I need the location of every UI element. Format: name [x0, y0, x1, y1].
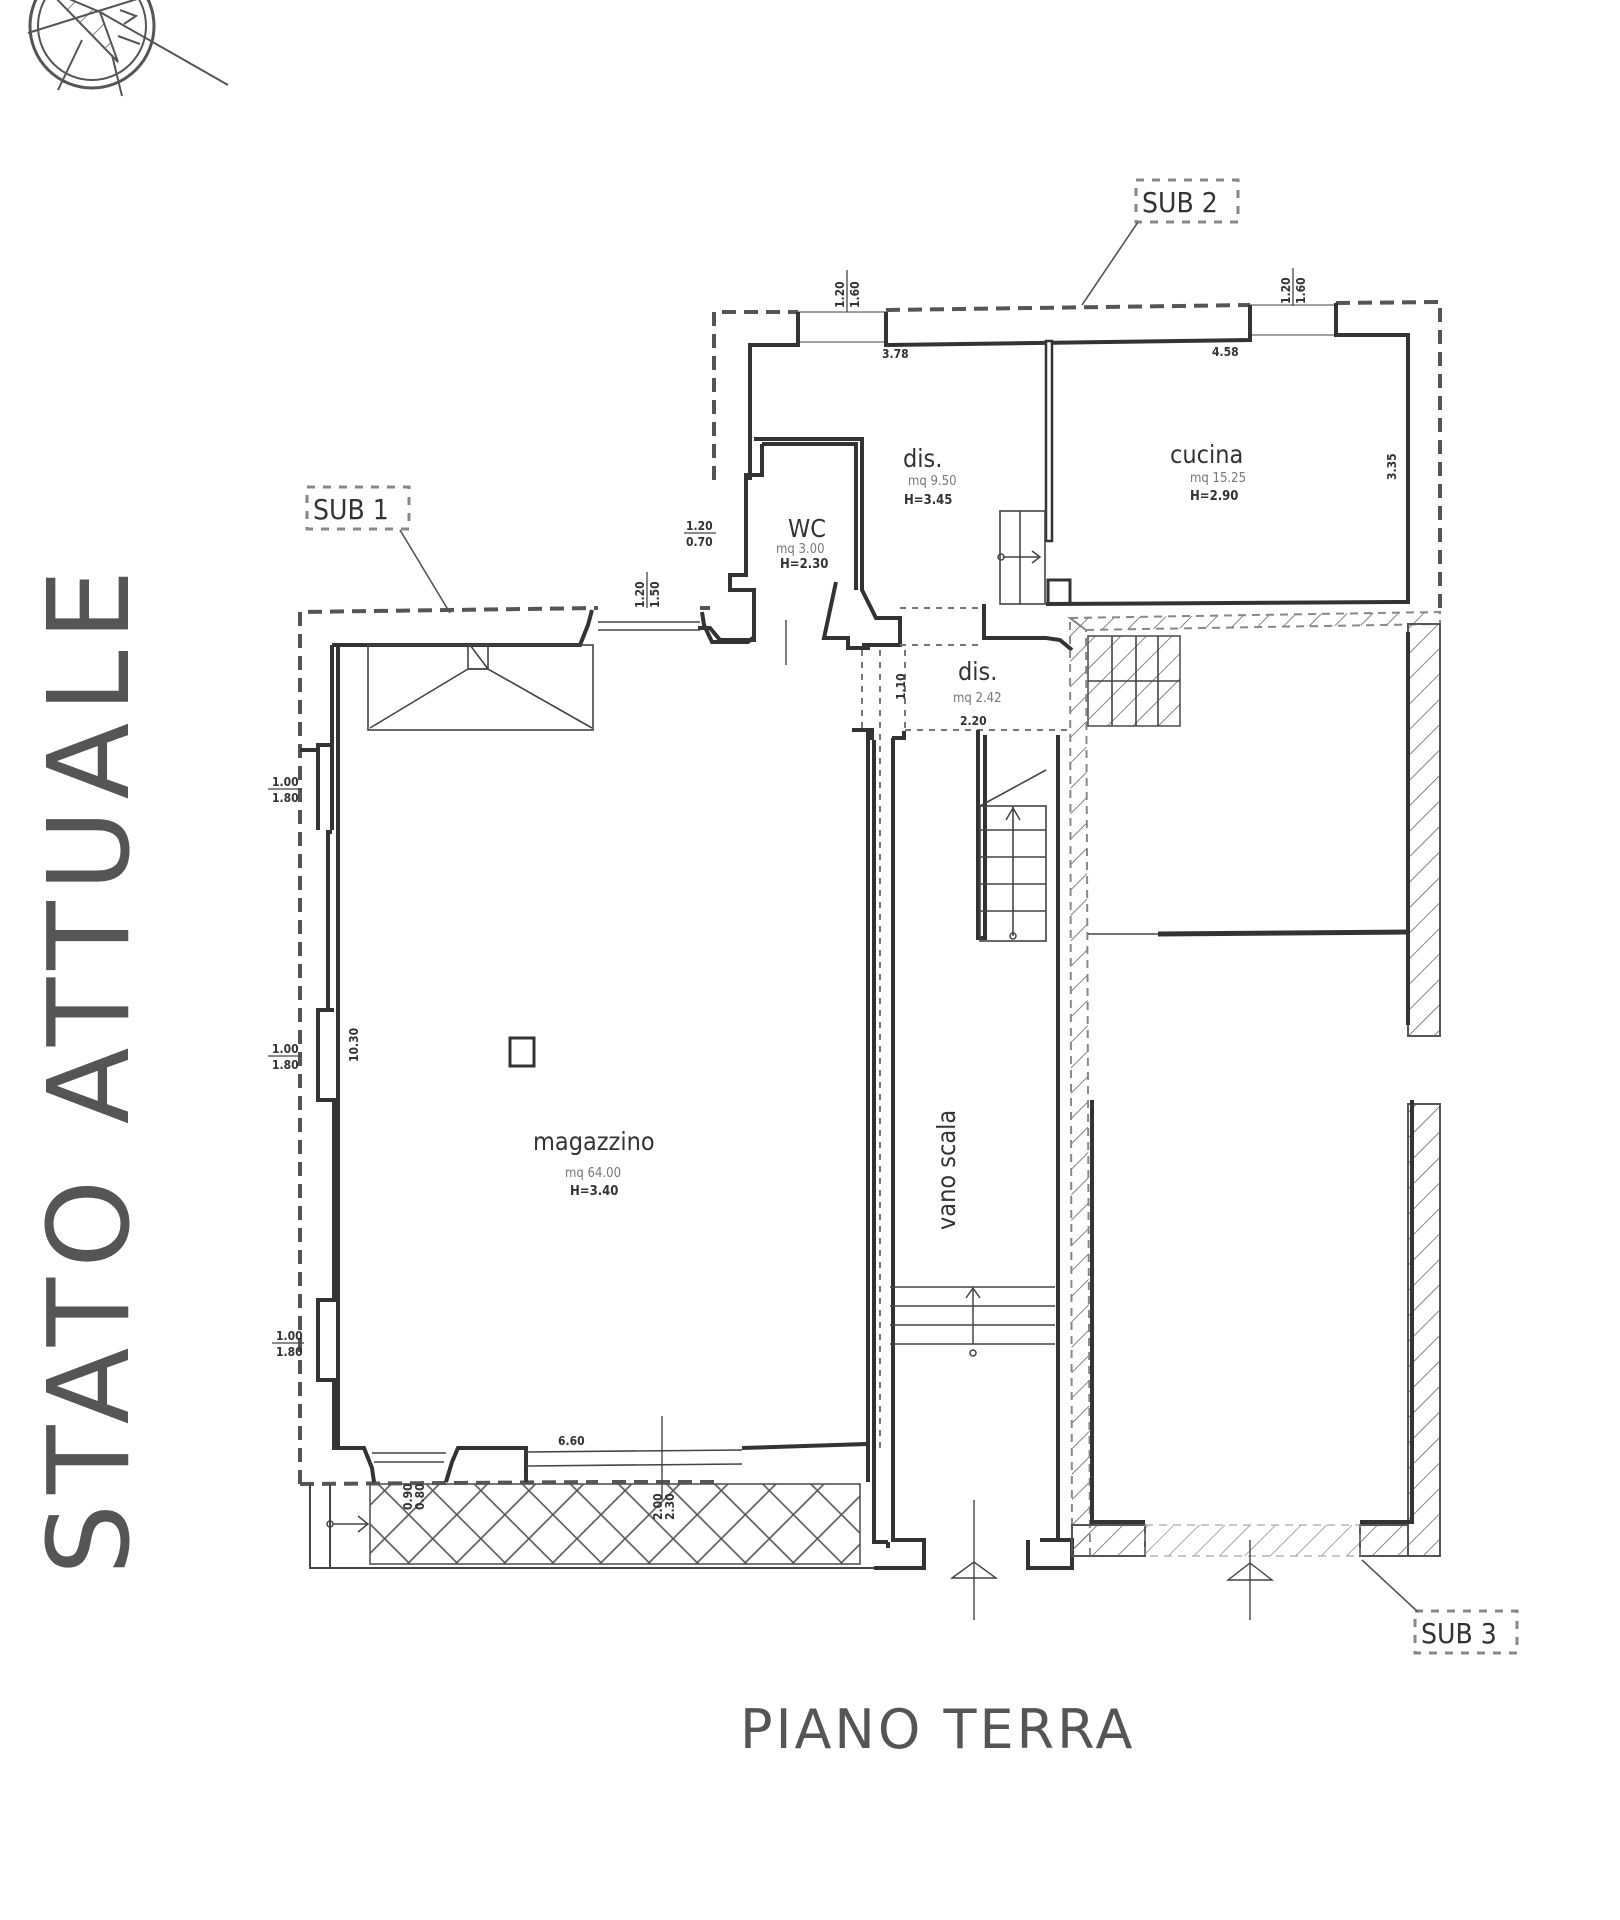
- svg-text:0.70: 0.70: [686, 535, 713, 549]
- svg-text:1.20: 1.20: [833, 281, 847, 308]
- svg-text:2.20: 2.20: [960, 714, 987, 728]
- svg-text:2.00: 2.00: [651, 1493, 665, 1520]
- svg-text:1.20: 1.20: [686, 519, 713, 533]
- opening-top-left: 1.20 1.60: [833, 270, 862, 312]
- svg-text:magazzino: magazzino: [533, 1127, 655, 1156]
- opening-mag-left-3: 1.00 1.80: [272, 1329, 304, 1359]
- svg-text:1.00: 1.00: [272, 1042, 299, 1056]
- svg-text:SUB 1: SUB 1: [313, 493, 389, 526]
- svg-text:1.60: 1.60: [1294, 277, 1308, 304]
- room-cucina: cucina mq 15.25 H=2.90: [1170, 440, 1246, 504]
- svg-text:mq 64.00: mq 64.00: [565, 1166, 621, 1181]
- floor-label: PIANO TERRA: [740, 1698, 1135, 1761]
- svg-text:2.30: 2.30: [663, 1493, 677, 1520]
- opening-wc: 1.20 0.70: [684, 519, 716, 549]
- svg-text:1.10: 1.10: [894, 673, 908, 700]
- svg-text:H=3.40: H=3.40: [570, 1184, 618, 1199]
- svg-text:cucina: cucina: [1170, 440, 1243, 469]
- sub3-block: [1067, 610, 1441, 1620]
- svg-text:1.00: 1.00: [276, 1329, 303, 1343]
- dim-cucina-depth: 3.35: [1385, 453, 1399, 480]
- sub1-block: [298, 606, 870, 1500]
- svg-text:mq 15.25: mq 15.25: [1190, 471, 1246, 486]
- sub2-tag: SUB 2: [1081, 178, 1240, 306]
- sub3-tag: SUB 3: [1361, 1559, 1519, 1655]
- svg-text:SUB 2: SUB 2: [1142, 186, 1218, 219]
- svg-text:0.80: 0.80: [413, 1483, 427, 1510]
- svg-text:1.20: 1.20: [1279, 277, 1293, 304]
- svg-text:vano scala: vano scala: [932, 1110, 961, 1230]
- dim-magazzino-width: 6.60: [558, 1434, 585, 1448]
- room-dis-upper: dis. mq 9.50 H=3.45: [903, 444, 957, 508]
- vano-scala: vano scala: [852, 728, 1074, 1620]
- dim-cucina-width: 4.58: [1212, 345, 1239, 359]
- room-magazzino: magazzino mq 64.00 H=3.40: [533, 1127, 655, 1199]
- dim-magazzino-depth: 10.30: [347, 1028, 361, 1062]
- svg-text:dis.: dis.: [958, 657, 997, 686]
- svg-text:WC: WC: [788, 514, 826, 543]
- svg-text:1.80: 1.80: [272, 1058, 299, 1072]
- sub2-block: [698, 299, 1442, 652]
- dim-dis-width: 3.78: [882, 347, 909, 361]
- svg-text:1.00: 1.00: [272, 775, 299, 789]
- svg-text:H=3.45: H=3.45: [904, 493, 952, 508]
- svg-text:H=2.30: H=2.30: [780, 557, 828, 572]
- svg-text:1.50: 1.50: [648, 581, 662, 608]
- north-arrow-icon: [27, 0, 229, 97]
- svg-text:mq 2.42: mq 2.42: [953, 691, 1002, 706]
- porch-area: 0.90 0.80 2.00 2.30: [309, 1483, 874, 1569]
- svg-text:1.80: 1.80: [272, 791, 299, 805]
- svg-text:1.60: 1.60: [848, 281, 862, 308]
- svg-text:dis.: dis.: [903, 444, 942, 473]
- svg-text:1.20: 1.20: [633, 581, 647, 608]
- dis-lower: dis. mq 2.42 2.20 1.10: [861, 650, 1072, 1450]
- opening-top-right: 1.20 1.60: [1279, 268, 1308, 306]
- svg-text:0.90: 0.90: [401, 1483, 415, 1510]
- svg-text:mq 3.00: mq 3.00: [776, 542, 825, 557]
- svg-text:mq 9.50: mq 9.50: [908, 474, 957, 489]
- opening-mag-left-1: 1.00 1.80: [268, 775, 302, 805]
- svg-text:H=2.90: H=2.90: [1190, 489, 1238, 504]
- svg-text:1.80: 1.80: [276, 1345, 303, 1359]
- room-wc: WC mq 3.00 H=2.30: [776, 514, 828, 572]
- drawing-title: STATO ATTUALE: [25, 560, 155, 1575]
- opening-mag-left-2: 1.00 1.80: [268, 1042, 302, 1072]
- sub1-tag: SUB 1: [305, 485, 451, 614]
- opening-mag-top: 1.20 1.50: [633, 572, 662, 608]
- svg-text:SUB 3: SUB 3: [1421, 1617, 1497, 1650]
